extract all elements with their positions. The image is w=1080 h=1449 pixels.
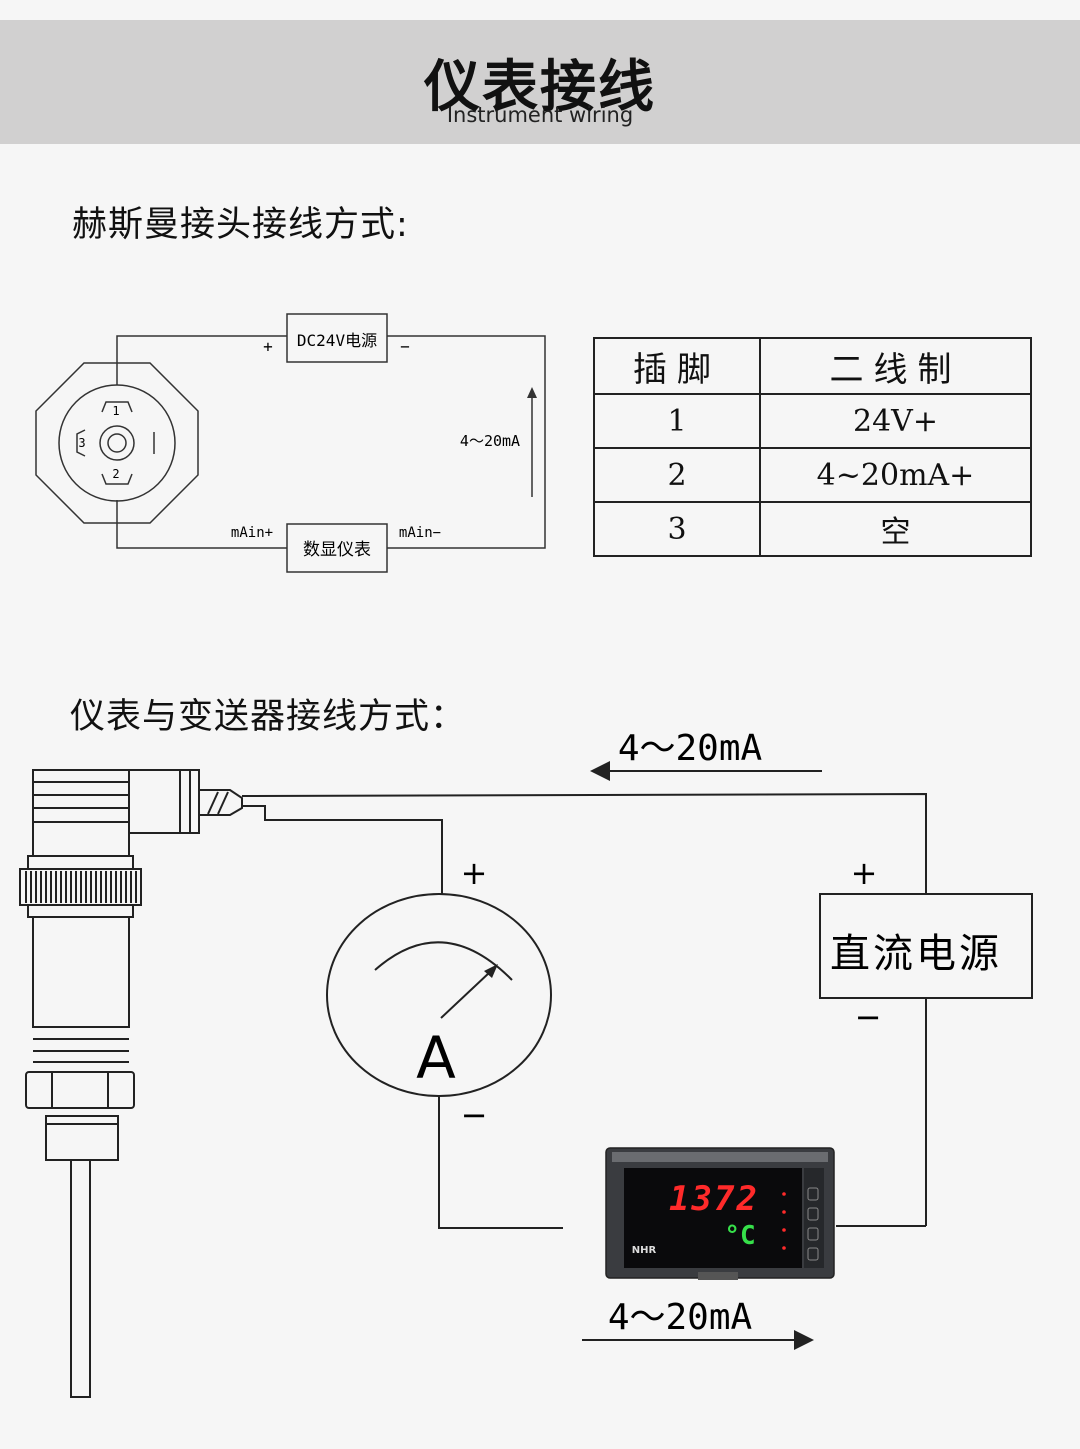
power-plus: +	[263, 337, 273, 356]
connector-center-inner	[107, 433, 127, 453]
meter-button	[807, 1187, 819, 1201]
power-box-label: DC24V电源	[297, 331, 377, 350]
table-row: 3 空	[593, 501, 1032, 557]
table-header: 插脚	[593, 337, 761, 395]
ammeter-minus: −	[461, 1096, 488, 1134]
dc-power-label: 直流电源	[830, 931, 1002, 977]
mAin-minus-label: mAin−	[399, 525, 441, 541]
connector-center-outer	[99, 425, 135, 461]
arrow-right-icon	[794, 1330, 814, 1350]
transmitter	[19, 769, 243, 1398]
table-cell: 1	[593, 393, 761, 449]
pin1-label: 1	[112, 404, 119, 418]
meter-button	[807, 1207, 819, 1221]
meter-box	[286, 523, 388, 573]
digital-display-meter: 1372 °C NHR	[605, 1147, 835, 1280]
table-header: 二线制	[759, 337, 1032, 395]
current-top-label: 4～20mA	[618, 728, 763, 769]
mAin-plus-label: mAin+	[231, 525, 273, 541]
knurl-pattern	[25, 871, 137, 903]
table-cell: 空	[759, 501, 1032, 557]
table-row: 2 4~20mA+	[593, 447, 1032, 503]
connector-body	[35, 362, 199, 524]
section1-title: 赫斯曼接头接线方式:	[72, 205, 409, 245]
pin2-label: 2	[112, 467, 119, 481]
pin3-label: 3	[78, 436, 85, 450]
section2-title: 仪表与变送器接线方式：	[70, 697, 467, 737]
ammeter-plus: +	[461, 854, 488, 892]
header-banner: 仪表接线 Instrument wiring	[0, 20, 1080, 144]
dc-plus: +	[851, 854, 878, 892]
table-cell: 4~20mA+	[759, 447, 1032, 503]
table-cell: 2	[593, 447, 761, 503]
table-header-row: 插脚 二线制	[593, 337, 1032, 395]
table-cell: 3	[593, 501, 761, 557]
dc-minus: −	[855, 998, 882, 1036]
meter-button	[807, 1227, 819, 1241]
dc-power-box	[819, 893, 1033, 999]
display-brand: NHR	[632, 1245, 657, 1256]
arrow-left-icon	[590, 761, 610, 781]
display-pv: 1372	[669, 1179, 759, 1219]
table-cell: 24V+	[759, 393, 1032, 449]
current-bottom-label: 4～20mA	[608, 1297, 753, 1338]
ammeter-letter: A	[416, 1024, 456, 1092]
ammeter	[326, 893, 552, 1097]
power-box	[286, 313, 388, 363]
display-sv: °C	[724, 1221, 755, 1251]
power-minus: −	[400, 337, 410, 356]
pin-table: 插脚 二线制 1 24V+ 2 4~20mA+ 3 空	[593, 337, 1032, 557]
page-title: 仪表接线	[424, 55, 656, 120]
meter-button	[807, 1247, 819, 1261]
page-subtitle: Instrument wiring	[446, 103, 634, 127]
table-row: 1 24V+	[593, 393, 1032, 449]
current-label: 4～20mA	[460, 432, 520, 450]
meter-box-label: 数显仪表	[303, 540, 371, 560]
